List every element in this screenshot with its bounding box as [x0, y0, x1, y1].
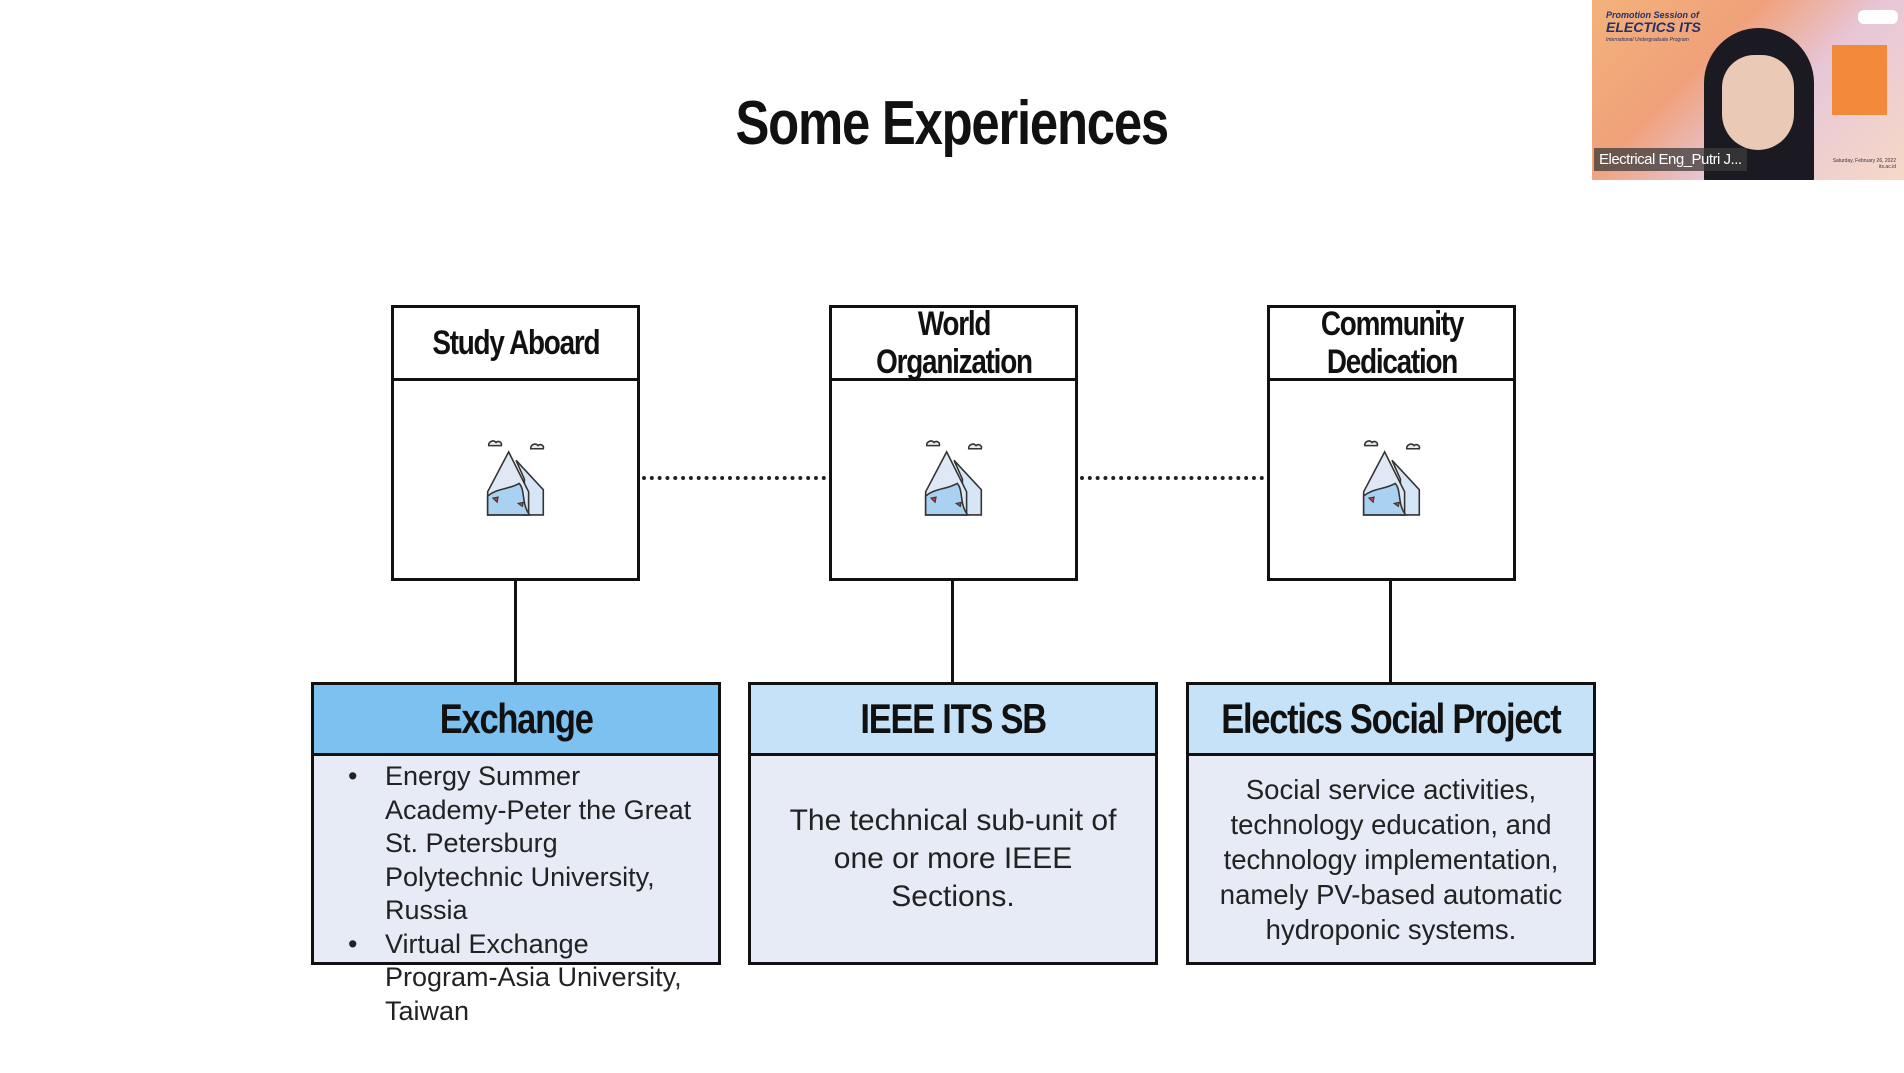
connector-line	[514, 580, 517, 682]
detail-box-exchange: Exchange Energy Summer Academy-Peter the…	[311, 682, 721, 1026]
category-heading: World Organization	[832, 308, 1075, 381]
slide-title: Some Experiences	[735, 89, 1170, 158]
connector-line	[951, 580, 954, 682]
mountain-icon	[1350, 433, 1434, 517]
category-heading: Study Aboard	[394, 308, 637, 381]
category-box-study-aboard: Study Aboard	[391, 305, 640, 581]
bullet-list: Energy Summer Academy-Peter the Great St…	[330, 756, 702, 1028]
connector-line	[1389, 580, 1392, 682]
building-graphic	[1832, 45, 1887, 115]
detail-box-social-project: Electics Social Project Social service a…	[1186, 682, 1596, 965]
video-background-banner: Promotion Session of ELECTICS ITS Intern…	[1606, 10, 1701, 43]
participant-face	[1722, 55, 1794, 150]
participant-name: Electrical Eng_Putri J...	[1594, 148, 1747, 171]
detail-box-ieee: IEEE ITS SB The technical sub-unit of on…	[748, 682, 1158, 965]
category-heading: Community Dedication	[1270, 308, 1513, 381]
dotted-connector	[642, 476, 826, 480]
participant-video-tile[interactable]: Promotion Session of ELECTICS ITS Intern…	[1592, 0, 1904, 180]
mountain-icon	[912, 433, 996, 517]
list-item: Energy Summer Academy-Peter the Great St…	[348, 760, 692, 928]
category-box-world-organization: World Organization	[829, 305, 1078, 581]
detail-heading: Electics Social Project	[1189, 685, 1593, 756]
detail-heading: IEEE ITS SB	[751, 685, 1155, 756]
logo	[1858, 10, 1898, 24]
category-box-community-dedication: Community Dedication	[1267, 305, 1516, 581]
detail-heading: Exchange	[314, 685, 718, 756]
detail-text: Social service activities, technology ed…	[1219, 773, 1563, 945]
detail-text: The technical sub-unit of one or more IE…	[789, 804, 1117, 913]
list-item: Virtual Exchange Program-Asia University…	[348, 928, 692, 1029]
dotted-connector	[1080, 476, 1264, 480]
mountain-icon	[474, 433, 558, 517]
